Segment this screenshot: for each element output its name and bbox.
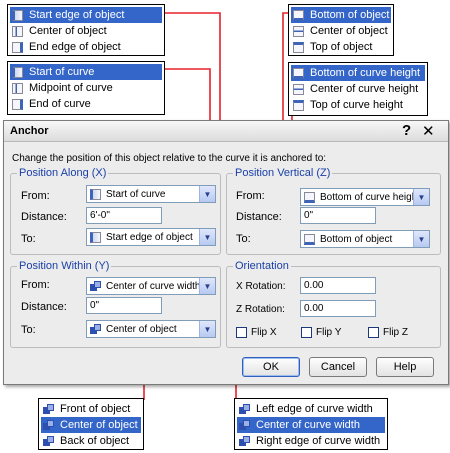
vertical-distance-label: Distance:: [236, 211, 282, 223]
bottom-icon: [304, 233, 315, 245]
chevron-down-icon[interactable]: ▼: [199, 186, 215, 202]
x-rotation-input[interactable]: 0.00: [300, 277, 376, 294]
start-edge-icon: [90, 231, 101, 243]
dialog-title: Anchor: [10, 125, 49, 137]
chevron-down-icon[interactable]: ▼: [199, 321, 215, 337]
checkbox-box[interactable]: [301, 327, 312, 338]
midpoint-icon: [12, 82, 23, 94]
z-rotation-input[interactable]: 0.00: [300, 300, 376, 317]
along-from-combo[interactable]: Start of curve▼: [86, 185, 216, 203]
option-front-object[interactable]: Front of object: [41, 401, 141, 417]
within-to-combo[interactable]: Center of object▼: [86, 320, 216, 338]
top-icon: [293, 41, 304, 53]
bottom-icon: [293, 67, 304, 79]
option-center-object-y[interactable]: Center of object: [41, 417, 141, 433]
option-center-curve-width[interactable]: Center of curve width: [237, 417, 385, 433]
group-position-within: Position Within (Y): [10, 260, 221, 348]
popup-to-along: Start edge of object Center of object En…: [7, 4, 165, 56]
checkbox-box[interactable]: [368, 327, 379, 338]
cube-back-icon: [43, 435, 54, 447]
cancel-button[interactable]: Cancel: [309, 357, 367, 377]
help-button[interactable]: Help: [376, 357, 434, 377]
option-top-curve-height[interactable]: Top of curve height: [291, 97, 425, 113]
option-left-edge-width[interactable]: Left edge of curve width: [237, 401, 385, 417]
popup-from-within: Left edge of curve width Center of curve…: [234, 398, 388, 450]
flip-z-checkbox[interactable]: Flip Z: [368, 327, 408, 338]
chevron-down-icon[interactable]: ▼: [199, 278, 215, 294]
dialog-titlebar: Anchor ? ✕: [4, 121, 448, 142]
x-rotation-label: X Rotation:: [236, 281, 286, 292]
center-icon: [293, 83, 304, 95]
popup-to-vertical: Bottom of object Center of object Top of…: [288, 4, 394, 56]
vertical-to-combo[interactable]: Bottom of object▼: [300, 230, 430, 248]
chevron-down-icon[interactable]: ▼: [413, 189, 429, 205]
cube-left-icon: [239, 403, 250, 415]
cube-right-icon: [239, 435, 250, 447]
vertical-distance-input[interactable]: 0": [300, 207, 376, 224]
cube-center-icon: [43, 419, 54, 431]
cube-center-icon: [90, 323, 101, 335]
vertical-from-label: From:: [236, 190, 265, 202]
chevron-down-icon[interactable]: ▼: [199, 229, 215, 245]
group-title-along: Position Along (X): [17, 167, 109, 179]
within-distance-input[interactable]: 0": [86, 297, 162, 314]
within-to-label: To:: [21, 324, 36, 336]
option-start-edge[interactable]: Start edge of object: [10, 7, 162, 23]
along-distance-label: Distance:: [21, 211, 67, 223]
flip-y-checkbox[interactable]: Flip Y: [301, 327, 341, 338]
option-end-edge[interactable]: End edge of object: [10, 39, 162, 55]
group-title-vertical: Position Vertical (Z): [233, 167, 333, 179]
option-center-object[interactable]: Center of object: [10, 23, 162, 39]
start-curve-icon: [90, 188, 101, 200]
option-back-object[interactable]: Back of object: [41, 433, 141, 449]
option-bottom-object[interactable]: Bottom of object: [291, 7, 391, 23]
vertical-from-combo[interactable]: Bottom of curve height▼: [300, 188, 430, 206]
bottom-icon: [293, 9, 304, 21]
popup-to-within: Front of object Center of object Back of…: [38, 398, 144, 450]
along-from-label: From:: [21, 190, 50, 202]
within-from-label: From:: [21, 279, 50, 291]
option-center-object-v[interactable]: Center of object: [291, 23, 391, 39]
option-right-edge-width[interactable]: Right edge of curve width: [237, 433, 385, 449]
help-icon[interactable]: ?: [402, 122, 412, 139]
center-icon: [293, 25, 304, 37]
option-top-object[interactable]: Top of object: [291, 39, 391, 55]
option-end-curve[interactable]: End of curve: [10, 96, 162, 112]
z-rotation-label: Z Rotation:: [236, 304, 285, 315]
group-title-within: Position Within (Y): [17, 260, 112, 272]
anchor-dialog: Anchor ? ✕ Change the position of this o…: [3, 120, 449, 385]
popup-from-vertical: Bottom of curve height Center of curve h…: [288, 62, 428, 116]
end-edge-icon: [12, 41, 23, 53]
start-curve-icon: [12, 66, 23, 78]
popup-from-along: Start of curve Midpoint of curve End of …: [7, 61, 165, 115]
option-start-curve[interactable]: Start of curve: [10, 64, 162, 80]
along-distance-input[interactable]: 6'-0": [86, 207, 162, 224]
cube-center-icon: [239, 419, 250, 431]
bottom-icon: [304, 191, 315, 203]
within-from-combo[interactable]: Center of curve width▼: [86, 277, 216, 295]
option-midpoint-curve[interactable]: Midpoint of curve: [10, 80, 162, 96]
start-edge-icon: [12, 9, 23, 21]
group-orientation: Orientation: [226, 260, 441, 348]
cube-front-icon: [43, 403, 54, 415]
top-icon: [293, 99, 304, 111]
ok-button[interactable]: OK: [242, 357, 300, 377]
close-icon[interactable]: ✕: [422, 123, 435, 140]
within-distance-label: Distance:: [21, 301, 67, 313]
vertical-to-label: To:: [236, 233, 251, 245]
option-center-curve-height[interactable]: Center of curve height: [291, 81, 425, 97]
center-icon: [12, 25, 23, 37]
dialog-description: Change the position of this object relat…: [12, 153, 327, 164]
group-title-orientation: Orientation: [233, 260, 291, 272]
along-to-label: To:: [21, 233, 36, 245]
cube-center-icon: [90, 280, 101, 292]
end-curve-icon: [12, 98, 23, 110]
along-to-combo[interactable]: Start edge of object▼: [86, 228, 216, 246]
group-position-along: Position Along (X): [10, 167, 221, 255]
option-bottom-curve-height[interactable]: Bottom of curve height: [291, 65, 425, 81]
flip-x-checkbox[interactable]: Flip X: [236, 327, 277, 338]
chevron-down-icon[interactable]: ▼: [413, 231, 429, 247]
checkbox-box[interactable]: [236, 327, 247, 338]
group-position-vertical: Position Vertical (Z): [226, 167, 441, 255]
